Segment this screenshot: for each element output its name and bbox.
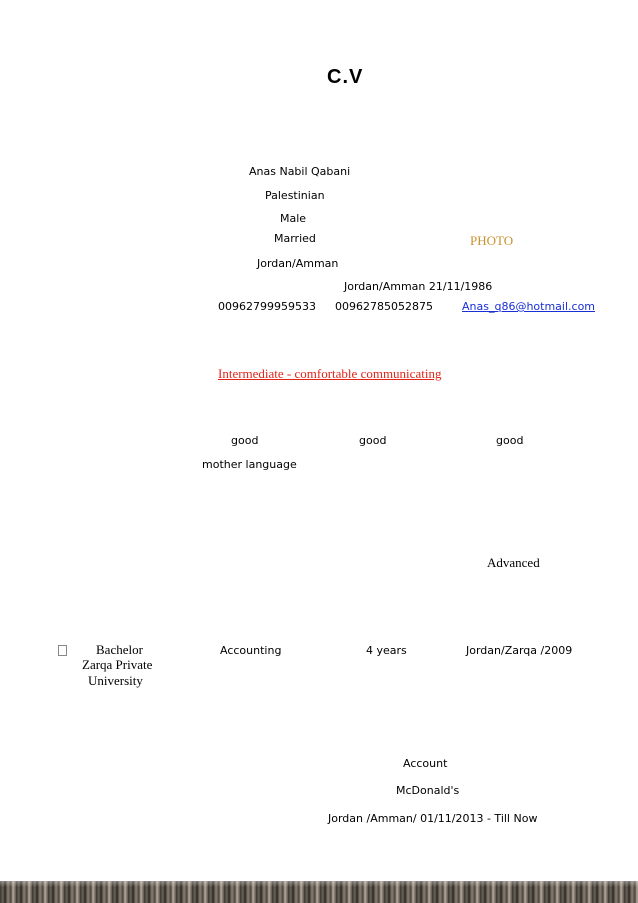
university-line-2: University bbox=[88, 673, 143, 688]
language-skill-1: good bbox=[231, 434, 259, 447]
university-line-1: Zarqa Private bbox=[82, 657, 153, 672]
marital-status: Married bbox=[274, 232, 316, 245]
address: Jordan/Amman bbox=[257, 257, 339, 270]
computer-skill-level: Advanced bbox=[487, 555, 540, 570]
company-name: McDonald's bbox=[396, 784, 460, 797]
phone-mobile-2: 00962785052875 bbox=[335, 300, 433, 313]
gender: Male bbox=[280, 212, 307, 225]
nationality: Palestinian bbox=[265, 189, 325, 202]
page-title: C.V bbox=[327, 66, 364, 88]
full-name: Anas Nabil Qabani bbox=[249, 165, 351, 178]
birth-place-date: Jordan/Amman 21/11/1986 bbox=[344, 280, 493, 293]
job-position: Account bbox=[403, 757, 448, 770]
phone-mobile-1: 00962799959533 bbox=[218, 300, 316, 313]
english-level: Intermediate - comfortable communicating bbox=[218, 366, 442, 381]
photo-placeholder: PHOTO bbox=[470, 233, 514, 248]
major: Accounting bbox=[220, 644, 282, 657]
email-link[interactable]: Anas_q86@hotmail.com bbox=[462, 300, 596, 313]
graduation-place-year: Jordan/Zarqa /2009 bbox=[466, 644, 573, 657]
language-skill-3: good bbox=[496, 434, 524, 447]
degree: Bachelor bbox=[96, 642, 143, 657]
language-skill-2: good bbox=[359, 434, 387, 447]
bullet-icon bbox=[58, 645, 67, 656]
study-duration: 4 years bbox=[366, 644, 407, 657]
footer-decorative-band bbox=[0, 881, 638, 903]
job-place-period: Jordan /Amman/ 01/11/2013 - Till Now bbox=[328, 812, 538, 825]
arabic-level: mother language bbox=[202, 458, 297, 471]
